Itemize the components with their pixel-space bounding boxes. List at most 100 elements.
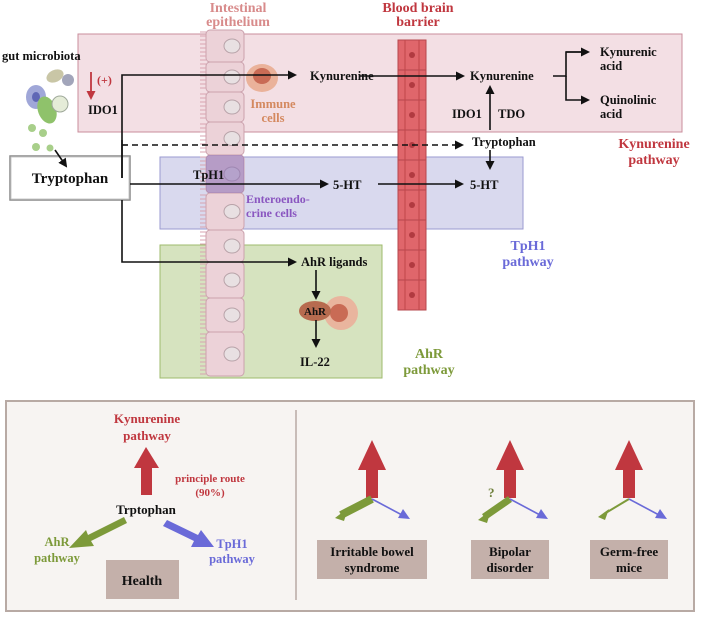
condition-tph1-arrow	[371, 498, 403, 516]
svg-text:Quinolinic: Quinolinic	[600, 93, 657, 107]
svg-text:TpH1: TpH1	[510, 239, 545, 254]
uncertain-mark: ?	[488, 485, 495, 500]
tph1-enzyme-label: TpH1	[193, 168, 224, 182]
svg-text:Immune: Immune	[250, 97, 296, 111]
serotonin-brain-label: 5-HT	[470, 178, 499, 192]
condition-label-box	[590, 540, 668, 579]
ahr-receptor-label: AhR	[304, 306, 327, 318]
ahr-receptor-shape	[299, 301, 331, 321]
svg-text:Enteroendo-: Enteroendo-	[246, 192, 310, 206]
svg-text:cells: cells	[262, 111, 285, 125]
svg-text:pathway: pathway	[403, 363, 454, 378]
ahr-ligands-label: AhR ligands	[301, 255, 367, 269]
tryptophan-box-label: Tryptophan	[32, 171, 109, 187]
condition-label-line1: Irritable bowel	[330, 544, 414, 559]
epithelial-cell	[200, 297, 245, 333]
condition-label-line2: disorder	[487, 560, 534, 575]
svg-text:Kynurenine: Kynurenine	[618, 137, 689, 152]
condition-kynurenine-arrow	[504, 468, 516, 498]
condition-kynurenine-arrow	[623, 468, 635, 498]
epithelial-cell	[200, 331, 245, 377]
health-label-box	[106, 560, 179, 599]
enteroendocrine-cells-label: Enteroendo- crine cells	[246, 192, 310, 220]
health-kynurenine-label: Kynurenine pathway	[114, 411, 180, 443]
kynurenine-gut-label: Kynurenine	[310, 69, 374, 83]
blood-brain-barrier-label: Blood brain barrier	[382, 1, 453, 30]
svg-text:pathway: pathway	[628, 153, 679, 168]
svg-text:acid: acid	[600, 107, 622, 121]
pathway-arrows	[54, 47, 590, 348]
health-tryptophan-label: Trptophan	[116, 502, 176, 517]
svg-text:TpH1: TpH1	[216, 537, 247, 551]
health-label: Health	[122, 574, 163, 589]
intestinal-epithelium-column	[200, 29, 245, 377]
svg-text:principle route: principle route	[175, 473, 245, 485]
svg-text:pathway: pathway	[34, 551, 81, 565]
health-tph1-label: TpH1 pathway	[209, 537, 256, 566]
tryptophan-brain-label: Tryptophan	[472, 135, 536, 149]
tryptophan-box	[9, 155, 131, 201]
ahr-pathway-label: AhR pathway	[403, 347, 454, 378]
svg-text:pathway: pathway	[123, 428, 171, 443]
epithelial-cell	[200, 229, 245, 263]
tph1-pathway-label: TpH1 pathway	[502, 239, 553, 270]
gut-microbiota-label: gut microbiota	[2, 49, 81, 63]
condition-tph1-arrow	[509, 498, 541, 516]
svg-text:pathway: pathway	[502, 255, 553, 270]
blood-brain-barrier-column	[397, 39, 427, 311]
svg-text:Kynurenic: Kynurenic	[600, 45, 657, 59]
svg-text:AhR: AhR	[415, 347, 444, 362]
condition-label-line2: syndrome	[345, 560, 400, 575]
kynurenine-pathway-box	[77, 33, 683, 133]
principle-route-label: principle route (90%)	[175, 473, 245, 499]
epithelial-cell	[200, 91, 245, 123]
svg-text:Intestinal: Intestinal	[210, 1, 267, 16]
condition-tph1-arrow	[628, 498, 660, 516]
ahr-immune-cell-icon	[324, 296, 358, 330]
kynurenine-brain-label: Kynurenine	[470, 69, 534, 83]
condition-label-line2: mice	[616, 560, 642, 575]
intestinal-epithelium-label: Intestinal epithelium	[206, 1, 270, 30]
epithelial-cell	[200, 121, 245, 156]
kynurenine-pathway-label: Kynurenine pathway	[618, 137, 689, 168]
epithelial-cell	[200, 261, 245, 299]
health-ahr-label: AhR pathway	[34, 535, 81, 565]
immune-cells-label: Immune cells	[250, 97, 296, 125]
epithelial-cell	[200, 192, 245, 231]
tdo-label: TDO	[498, 107, 525, 121]
svg-text:Kynurenine: Kynurenine	[114, 411, 180, 426]
condition-label-box	[317, 540, 427, 579]
svg-text:epithelium: epithelium	[206, 15, 270, 30]
gut-microbiota-icon	[26, 69, 74, 152]
immune-cell-icon	[246, 64, 278, 92]
health-kynurenine-arrow	[134, 447, 159, 495]
svg-text:AhR: AhR	[44, 535, 70, 549]
svg-text:barrier: barrier	[396, 15, 440, 30]
epithelial-cell	[200, 29, 245, 63]
condition-label-box	[471, 540, 549, 579]
ido1-brain-label: IDO1	[452, 107, 482, 121]
condition-label-line1: Bipolar	[489, 544, 531, 559]
condition-ahr-arrow	[603, 498, 630, 515]
condition-label-line1: Germ-free	[600, 544, 658, 559]
svg-text:(90%): (90%)	[195, 487, 225, 499]
kynurenic-acid-label: Kynurenic acid	[600, 45, 657, 73]
ido1-gut-label: IDO1	[88, 103, 118, 117]
health-ahr-arrow	[69, 517, 127, 548]
quinolinic-acid-label: Quinolinic acid	[600, 93, 657, 121]
svg-text:acid: acid	[600, 59, 622, 73]
health-tph1-arrow	[163, 520, 214, 547]
epithelial-cell	[200, 61, 245, 93]
serotonin-gut-label: 5-HT	[333, 178, 362, 192]
svg-text:pathway: pathway	[209, 552, 256, 566]
il22-label: IL-22	[300, 355, 330, 369]
svg-text:crine cells: crine cells	[246, 206, 297, 220]
svg-text:Blood brain: Blood brain	[382, 1, 453, 16]
condition-kynurenine-arrow	[366, 468, 378, 498]
